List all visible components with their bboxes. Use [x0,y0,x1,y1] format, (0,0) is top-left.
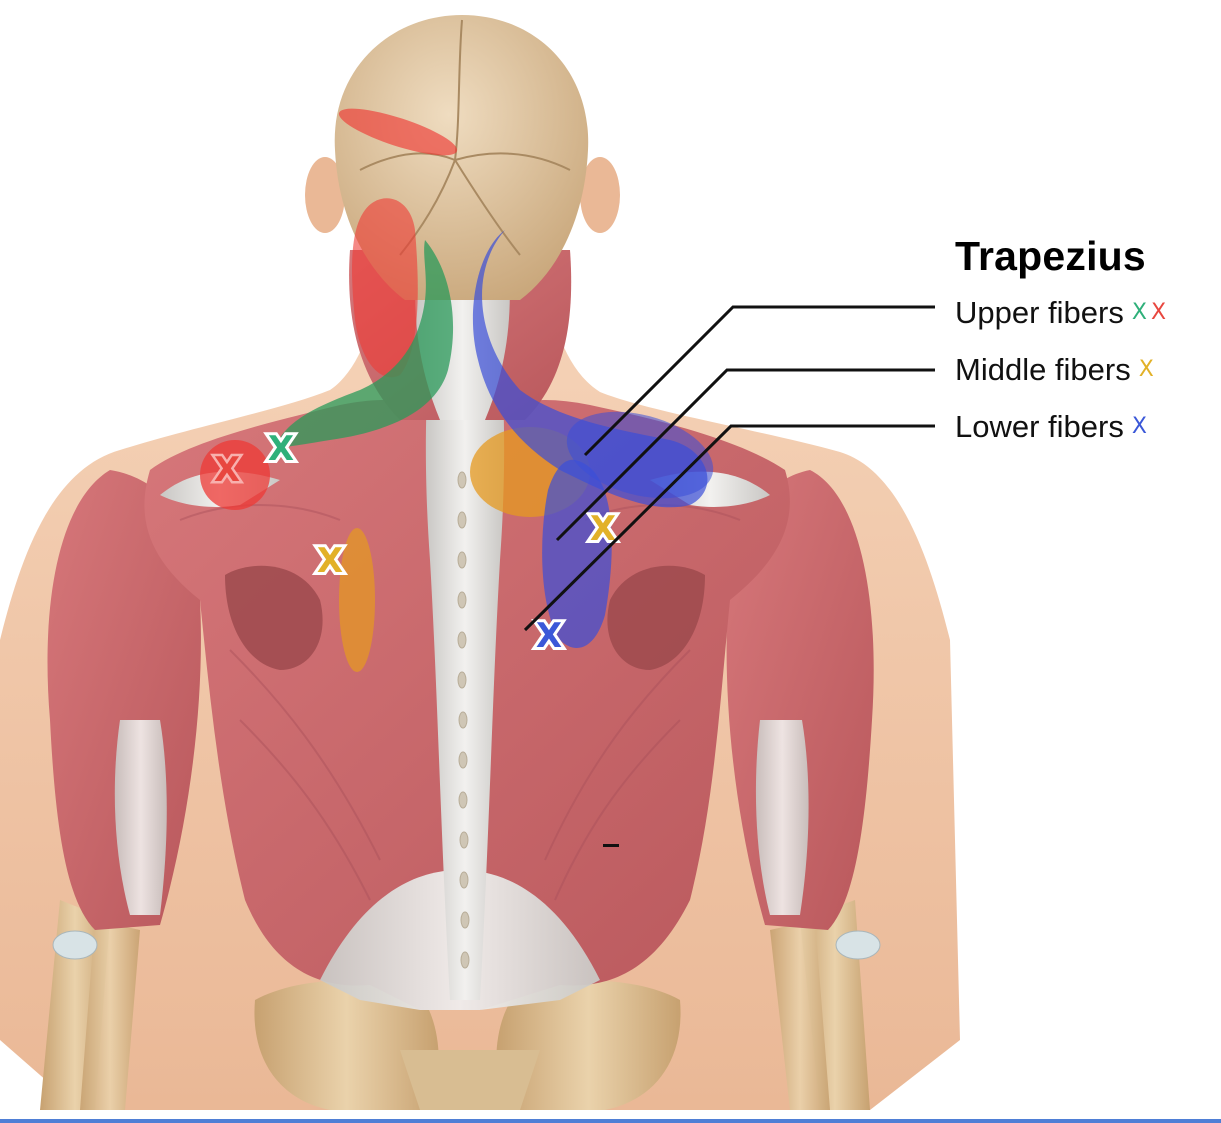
x-mark-icon: X X [317,541,343,581]
legend: Trapezius Upper fibers X X Middle fibers… [955,232,1217,455]
x-mark-icon: X X [268,429,294,469]
svg-text:X: X [317,541,343,581]
x-mark-icon: X [1132,416,1147,438]
legend-label-lower-fibers: Lower fibers [955,409,1124,445]
x-mark-icon: X [1132,302,1147,324]
dash-mark [603,844,619,847]
x-mark-icon: X [1151,302,1166,324]
bottom-rule [0,1119,1221,1123]
legend-row-middle-fibers: Middle fibers X [955,341,1217,398]
svg-text:X: X [268,429,294,469]
svg-text:X: X [214,450,240,490]
legend-title: Trapezius [955,232,1217,280]
legend-label-upper-fibers: Upper fibers [955,295,1124,331]
legend-label-middle-fibers: Middle fibers [955,352,1131,388]
x-mark-icon: X X [214,450,240,490]
legend-row-lower-fibers: Lower fibers X [955,398,1217,455]
svg-text:X: X [536,616,562,656]
x-mark-icon: X [1139,359,1154,381]
legend-row-upper-fibers: Upper fibers X X [955,284,1217,341]
x-mark-icon: X X [536,616,562,656]
